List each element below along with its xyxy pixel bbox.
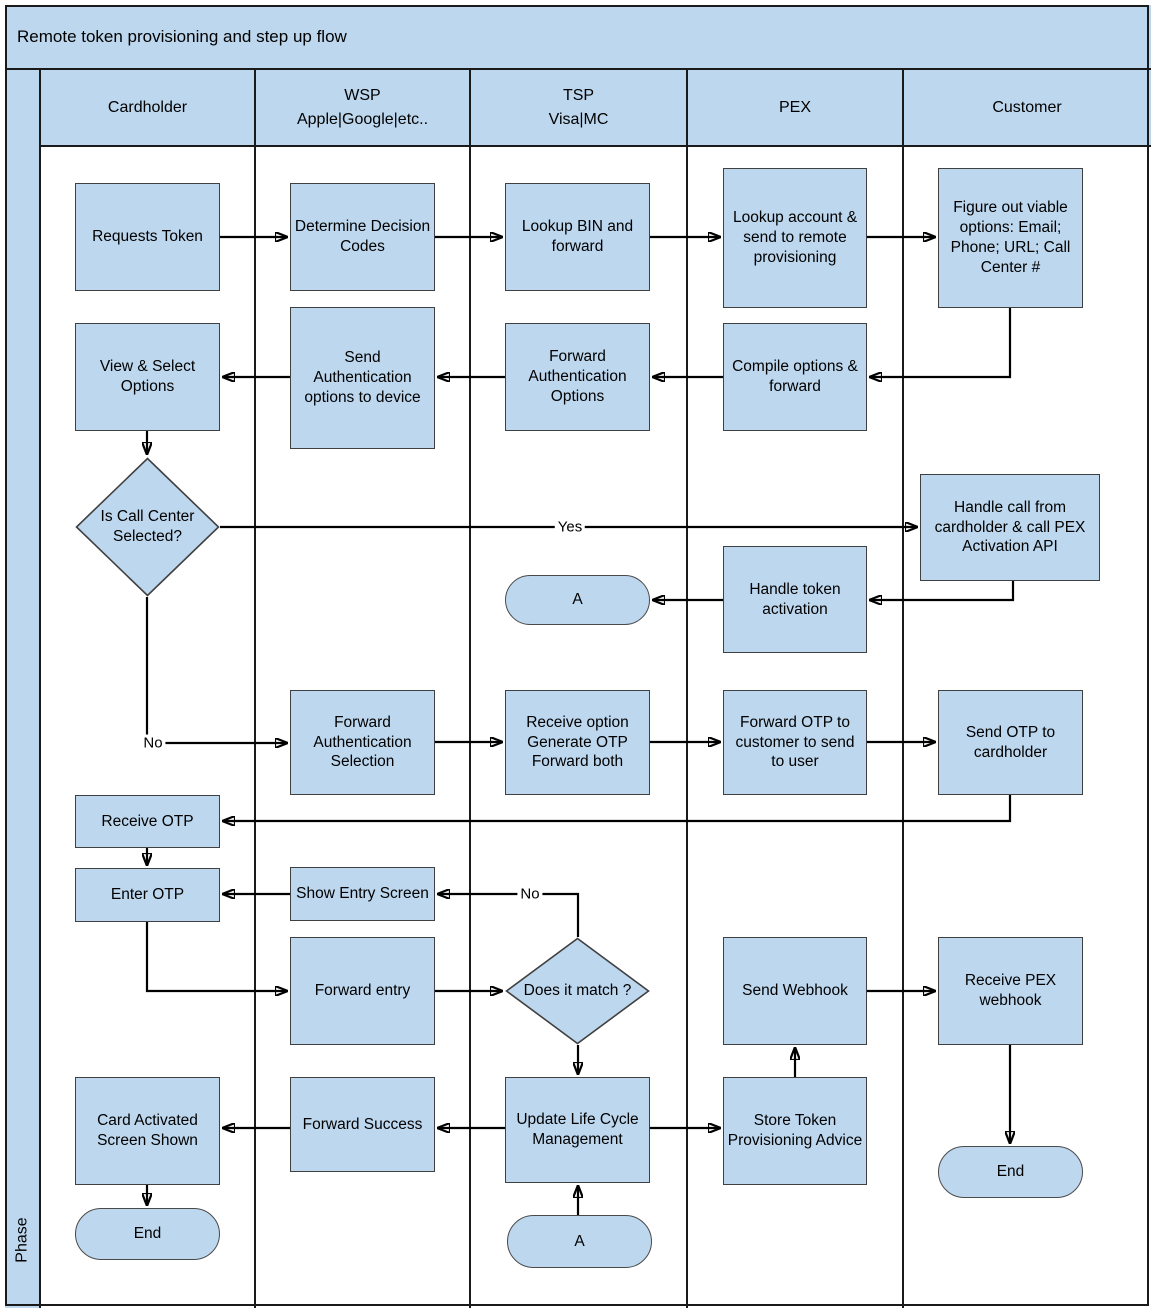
node-forward-success: Forward Success [290,1077,435,1172]
diagram-title-bar: Remote token provisioning and step up fl… [5,5,1151,70]
phase-strip [5,70,40,1308]
node-enter-otp: Enter OTP [75,868,220,922]
node-send-otp-to-cardholder: Send OTP to cardholder [938,690,1083,795]
decision-does-it-match: Does it match ? [505,937,650,1045]
diagram-title: Remote token provisioning and step up fl… [17,26,347,46]
edge-label-yes: Yes [554,518,586,536]
node-store-token-provisioning-advice: Store Token Provisioning Advice [723,1077,867,1185]
node-send-authentication-options: Send Authentication options to device [290,307,435,449]
node-show-entry-screen: Show Entry Screen [290,867,435,921]
lane-header-pex: PEX [687,70,903,145]
node-compile-options: Compile options & forward [723,323,867,431]
node-update-life-cycle-management: Update Life Cycle Management [505,1077,650,1183]
node-handle-call-from-cardholder: Handle call from cardholder & call PEX A… [920,474,1100,581]
flow-arrow [870,581,1015,600]
node-send-webhook: Send Webhook [723,937,867,1045]
terminator-a-top: A [505,575,650,625]
node-forward-authentication-selection: Forward Authentication Selection [290,690,435,795]
lane-divider [902,70,904,1308]
node-determine-decision-codes: Determine Decision Codes [290,183,435,291]
edge-label-no-call-center: No [140,734,166,752]
node-lookup-account: Lookup account & send to remote provisio… [723,168,867,308]
node-view-select-options: View & Select Options [75,323,220,431]
flow-arrow [223,795,1012,821]
terminator-end-customer: End [938,1146,1083,1198]
header-divider [40,145,1151,147]
edge-label-no-match: No [517,885,543,903]
diamond-shape [505,937,650,1045]
lane-header-customer: Customer [903,70,1151,145]
terminator-end-cardholder: End [75,1208,220,1260]
diagram-outer-border [5,5,1149,1306]
lane-header-cardholder: Cardholder [40,70,255,145]
node-forward-entry: Forward entry [290,937,435,1045]
lane-divider [469,70,471,1308]
lane-divider [254,70,256,1308]
lane-divider [38,70,41,1308]
node-figure-out-viable-options: Figure out viable options: Email; Phone;… [938,168,1083,308]
node-requests-token: Requests Token [75,183,220,291]
node-forward-authentication-options: Forward Authentication Options [505,323,650,431]
flow-arrow-no [145,597,287,743]
node-receive-pex-webhook: Receive PEX webhook [938,937,1083,1045]
node-receive-option-generate-otp: Receive option Generate OTP Forward both [505,690,650,795]
terminator-a-bottom: A [507,1215,652,1268]
node-forward-otp-to-customer: Forward OTP to customer to send to user [723,690,867,795]
node-handle-token-activation: Handle token activation [723,546,867,653]
node-lookup-bin: Lookup BIN and forward [505,183,650,291]
flow-arrow [145,922,287,991]
diamond-shape [75,457,220,597]
decision-is-call-center-selected: Is Call Center Selected? [75,457,220,597]
node-card-activated-screen: Card Activated Screen Shown [75,1077,220,1185]
lane-divider [686,70,688,1308]
flow-arrow-no [438,894,580,937]
node-receive-otp: Receive OTP [75,795,220,848]
flow-arrow [870,308,1012,377]
